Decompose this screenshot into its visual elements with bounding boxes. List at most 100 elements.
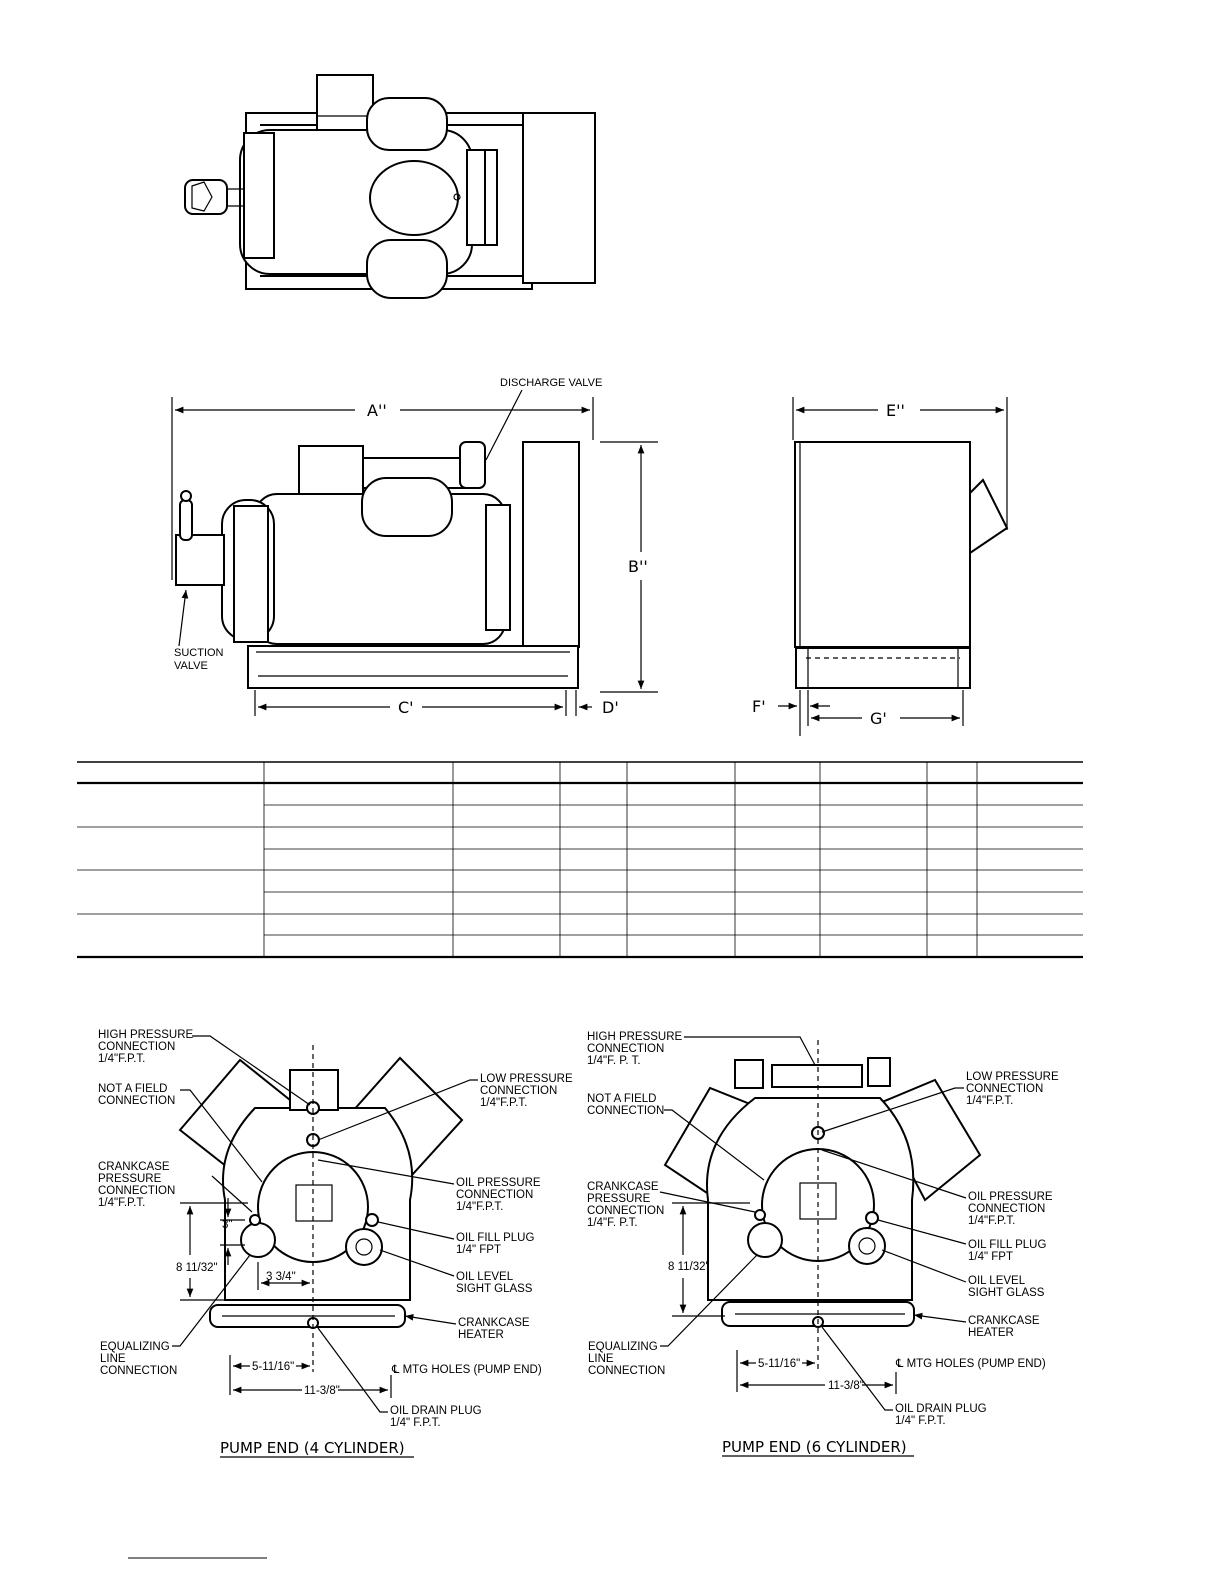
end-view-drawing bbox=[794, 441, 1009, 689]
svg-text:1/4"F.P.T.: 1/4"F.P.T. bbox=[968, 1215, 1015, 1227]
pump6-oil-level-label: OIL LEVEL SIGHT GLASS bbox=[881, 1249, 1045, 1299]
svg-text:EQUALIZING: EQUALIZING bbox=[588, 1341, 658, 1353]
svg-text:EQUALIZING: EQUALIZING bbox=[100, 1341, 170, 1353]
svg-text:OIL DRAIN PLUG: OIL DRAIN PLUG bbox=[895, 1403, 987, 1415]
dim-c: C' bbox=[254, 690, 567, 717]
side-view-drawing bbox=[175, 441, 580, 689]
svg-text:1/4" F.P.T.: 1/4" F.P.T. bbox=[390, 1417, 441, 1429]
svg-text:1/4" FPT: 1/4" FPT bbox=[968, 1251, 1013, 1263]
svg-text:HIGH PRESSURE: HIGH PRESSURE bbox=[587, 1031, 683, 1043]
dim-f: F' bbox=[752, 690, 830, 736]
svg-text:HEATER: HEATER bbox=[968, 1327, 1014, 1339]
pump4-oil-pressure-label: OIL PRESSURE CONNECTION 1/4"F.P.T. bbox=[317, 1159, 541, 1213]
pump4-high-pressure-label: HIGH PRESSURE CONNECTION 1/4"F.P.T. bbox=[98, 1029, 311, 1106]
svg-text:OIL FILL PLUG: OIL FILL PLUG bbox=[968, 1239, 1046, 1251]
svg-text:CONNECTION: CONNECTION bbox=[100, 1365, 177, 1377]
svg-text:1/4"F. P. T.: 1/4"F. P. T. bbox=[587, 1055, 641, 1067]
dim-g-label: G' bbox=[870, 709, 887, 728]
svg-text:HIGH PRESSURE: HIGH PRESSURE bbox=[98, 1029, 194, 1041]
svg-text:OIL PRESSURE: OIL PRESSURE bbox=[456, 1177, 541, 1189]
dim-c-label: C' bbox=[398, 698, 414, 717]
svg-text:NOT A FIELD: NOT A FIELD bbox=[98, 1083, 167, 1095]
svg-text:CONNECTION: CONNECTION bbox=[968, 1203, 1045, 1215]
top-view-drawing bbox=[184, 74, 596, 299]
svg-text:LINE: LINE bbox=[100, 1353, 126, 1365]
svg-text:PRESSURE: PRESSURE bbox=[98, 1173, 162, 1185]
pump-end-6cyl-drawing bbox=[663, 1040, 982, 1372]
pump6-dimensions: 8 11/32" 5-11/16" 11-3/8" bbox=[668, 1202, 897, 1394]
pump6-dim-8: 8 11/32" bbox=[668, 1261, 710, 1273]
svg-text:CONNECTION: CONNECTION bbox=[480, 1085, 557, 1097]
svg-text:CONNECTION: CONNECTION bbox=[587, 1105, 664, 1117]
svg-text:LINE: LINE bbox=[588, 1353, 614, 1365]
dim-a: A'' bbox=[171, 397, 594, 580]
dim-d-label: D' bbox=[602, 698, 619, 717]
pump6-oil-pressure-label: OIL PRESSURE CONNECTION 1/4"F.P.T. bbox=[821, 1149, 1053, 1227]
pump4-oil-fill-label: OIL FILL PLUG 1/4" FPT bbox=[377, 1221, 534, 1256]
svg-text:CONNECTION: CONNECTION bbox=[98, 1041, 175, 1053]
svg-text:1/4"F.P.T.: 1/4"F.P.T. bbox=[480, 1097, 527, 1109]
pump4-dimensions: 8 11/32" 3" 3 3/4" 5-11/16" 11-3/8" bbox=[176, 1198, 392, 1398]
suction-valve-label-2: VALVE bbox=[174, 660, 208, 672]
svg-text:PRESSURE: PRESSURE bbox=[587, 1193, 651, 1205]
svg-text:CRANKCASE: CRANKCASE bbox=[458, 1317, 530, 1329]
svg-text:1/4"F. P.T.: 1/4"F. P.T. bbox=[587, 1217, 638, 1229]
discharge-valve-label: DISCHARGE VALVE bbox=[500, 377, 602, 389]
svg-text:CRANKCASE: CRANKCASE bbox=[98, 1161, 170, 1173]
svg-text:LOW PRESSURE: LOW PRESSURE bbox=[966, 1071, 1059, 1083]
pump4-mtg-holes-label: ℄ MTG HOLES (PUMP END) bbox=[391, 1364, 542, 1376]
dim-e-label: E'' bbox=[886, 401, 905, 420]
pump4-crankcase-heater-label: CRANKCASE HEATER bbox=[404, 1313, 530, 1341]
pump4-low-pressure-label: LOW PRESSURE CONNECTION 1/4"F.P.T. bbox=[317, 1073, 573, 1141]
svg-text:OIL LEVEL: OIL LEVEL bbox=[968, 1275, 1026, 1287]
pump4-dim-511: 5-11/16" bbox=[252, 1361, 294, 1373]
pump6-title: PUMP END (6 CYLINDER) bbox=[722, 1438, 907, 1456]
svg-text:OIL DRAIN PLUG: OIL DRAIN PLUG bbox=[390, 1405, 482, 1417]
svg-text:NOT A FIELD: NOT A FIELD bbox=[587, 1093, 656, 1105]
suction-valve-label-1: SUCTION bbox=[174, 647, 224, 659]
pump6-low-pressure-label: LOW PRESSURE CONNECTION 1/4"F.P.T. bbox=[821, 1071, 1059, 1133]
pump6-oil-fill-label: OIL FILL PLUG 1/4" FPT bbox=[877, 1219, 1046, 1263]
svg-text:CONNECTION: CONNECTION bbox=[98, 1095, 175, 1107]
pump6-crankcase-heater-label: CRANKCASE HEATER bbox=[913, 1312, 1040, 1339]
suction-valve-leader bbox=[178, 589, 189, 647]
svg-text:CONNECTION: CONNECTION bbox=[587, 1043, 664, 1055]
dim-a-label: A'' bbox=[367, 401, 387, 420]
svg-text:CONNECTION: CONNECTION bbox=[98, 1185, 175, 1197]
pump4-oil-level-label: OIL LEVEL SIGHT GLASS bbox=[379, 1249, 533, 1295]
svg-text:CONNECTION: CONNECTION bbox=[966, 1083, 1043, 1095]
svg-text:OIL FILL PLUG: OIL FILL PLUG bbox=[456, 1232, 534, 1244]
dim-b: B'' bbox=[600, 441, 658, 693]
svg-text:SIGHT GLASS: SIGHT GLASS bbox=[968, 1287, 1045, 1299]
pump6-not-field-label: NOT A FIELD CONNECTION bbox=[587, 1093, 765, 1181]
svg-text:CONNECTION: CONNECTION bbox=[588, 1365, 665, 1377]
pump6-dim-511: 5-11/16" bbox=[758, 1358, 800, 1370]
svg-text:1/4"F.P.T.: 1/4"F.P.T. bbox=[98, 1053, 145, 1065]
svg-text:OIL PRESSURE: OIL PRESSURE bbox=[968, 1191, 1053, 1203]
pump4-crankcase-pressure-label: CRANKCASE PRESSURE CONNECTION 1/4"F.P.T. bbox=[98, 1161, 253, 1213]
dim-g: G' bbox=[807, 690, 964, 728]
dim-e: E'' bbox=[792, 397, 1008, 530]
dim-f-label: F' bbox=[752, 697, 766, 716]
svg-text:1/4" F.P.T.: 1/4" F.P.T. bbox=[895, 1415, 946, 1427]
svg-text:1/4"F.P.T.: 1/4"F.P.T. bbox=[456, 1201, 503, 1213]
pump4-equalizing-label: EQUALIZING LINE CONNECTION bbox=[100, 1254, 251, 1377]
svg-text:CONNECTION: CONNECTION bbox=[456, 1189, 533, 1201]
dim-d: D' bbox=[575, 690, 619, 717]
pump4-oil-drain-label: OIL DRAIN PLUG 1/4" F.P.T. bbox=[317, 1327, 482, 1429]
svg-text:SIGHT GLASS: SIGHT GLASS bbox=[456, 1283, 533, 1295]
pump6-mtg-holes-label: ℄ MTG HOLES (PUMP END) bbox=[895, 1358, 1046, 1370]
discharge-valve-leader bbox=[485, 389, 523, 461]
pump4-dim-1138: 11-3/8" bbox=[304, 1385, 340, 1397]
pump-end-4cyl-drawing bbox=[178, 1045, 464, 1372]
svg-text:LOW PRESSURE: LOW PRESSURE bbox=[480, 1073, 573, 1085]
dim-b-label: B'' bbox=[628, 557, 648, 576]
pump4-title: PUMP END (4 CYLINDER) bbox=[220, 1439, 405, 1457]
svg-text:OIL LEVEL: OIL LEVEL bbox=[456, 1271, 514, 1283]
svg-text:CRANKCASE: CRANKCASE bbox=[587, 1181, 659, 1193]
svg-text:1/4"F.P.T.: 1/4"F.P.T. bbox=[98, 1197, 145, 1209]
svg-text:CRANKCASE: CRANKCASE bbox=[968, 1315, 1040, 1327]
pump6-high-pressure-label: HIGH PRESSURE CONNECTION 1/4"F. P. T. bbox=[587, 1031, 816, 1067]
pump6-equalizing-label: EQUALIZING LINE CONNECTION bbox=[588, 1254, 758, 1377]
